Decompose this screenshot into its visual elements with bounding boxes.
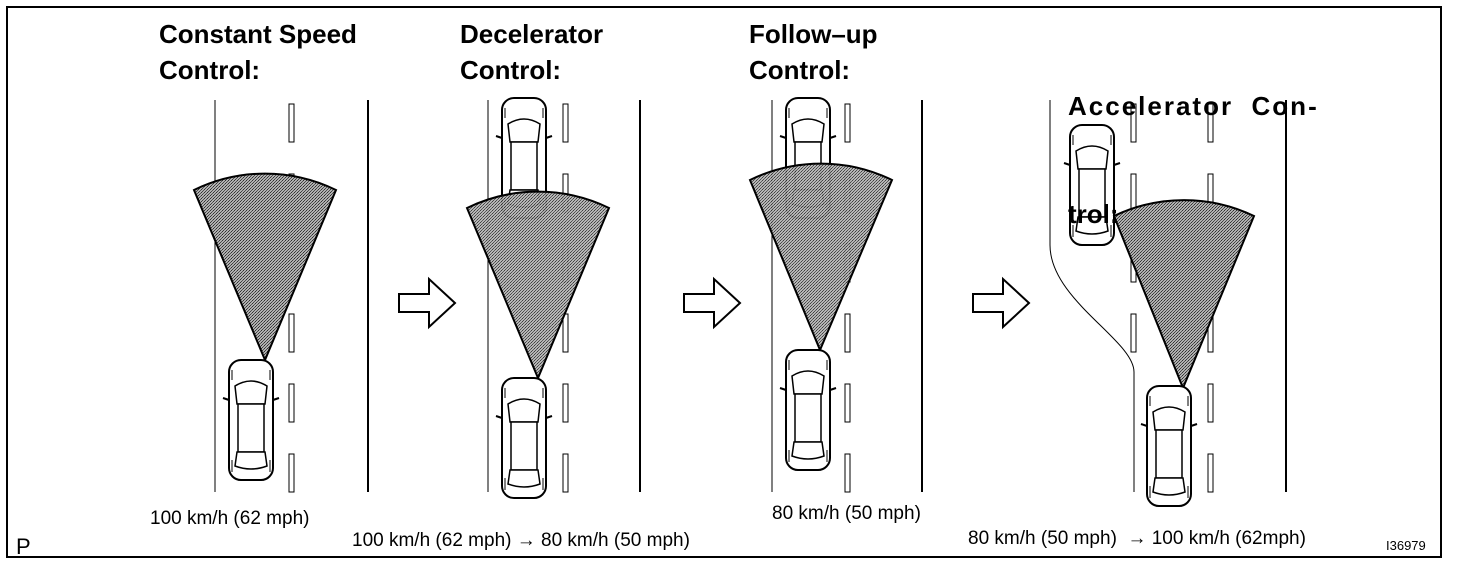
- radar-sensor-icon: [1112, 199, 1256, 391]
- figure-id: I36979: [1386, 538, 1426, 553]
- speed-caption-accelerator: 80 km/h (50 mph) → 100 km/h (62mph): [968, 528, 1306, 549]
- car-icon: [779, 349, 837, 471]
- panel-title-accelerator: Accelerator Con- trol:: [1068, 16, 1319, 268]
- title-line-1: Follow–up: [749, 19, 878, 49]
- panel-constant-speed: [192, 100, 369, 493]
- title-line-2: trol:: [1068, 199, 1119, 229]
- panel-title-follow-up: Follow–up Control:: [749, 16, 878, 88]
- title-line-2: Control:: [460, 55, 562, 85]
- corner-label: P: [16, 534, 31, 559]
- right-arrow-icon: [683, 278, 741, 328]
- title-line-1: Accelerator Con-: [1068, 91, 1319, 121]
- title-line-2: Control:: [749, 55, 851, 85]
- radar-sensor-icon: [192, 172, 338, 363]
- panel-follow-up: [748, 97, 923, 493]
- speed-caption-follow-up: 80 km/h (50 mph): [772, 503, 921, 524]
- panel-title-constant-speed: Constant Speed Control:: [159, 16, 357, 88]
- panel-decelerator: [465, 97, 641, 499]
- panel-accelerator: [1049, 100, 1287, 507]
- car-icon: [495, 377, 553, 499]
- title-line-1: Constant Speed: [159, 19, 357, 49]
- speed-caption-decelerator: 100 km/h (62 mph) → 80 km/h (50 mph): [352, 530, 690, 551]
- lane-divider: [844, 103, 851, 493]
- figure-frame: [6, 6, 1442, 558]
- car-icon: [222, 359, 280, 481]
- radar-sensor-icon: [748, 162, 894, 353]
- car-icon: [1140, 385, 1198, 507]
- speed-caption-constant-speed: 100 km/h (62 mph): [150, 508, 310, 529]
- title-line-1: Decelerator: [460, 19, 604, 49]
- radar-sensor-icon: [465, 190, 611, 381]
- right-arrow-icon: [972, 278, 1030, 328]
- road-edge-left: [1049, 100, 1135, 492]
- right-arrow-icon: [398, 278, 456, 328]
- panel-title-decelerator: Decelerator Control:: [460, 16, 603, 88]
- title-line-2: Control:: [159, 55, 261, 85]
